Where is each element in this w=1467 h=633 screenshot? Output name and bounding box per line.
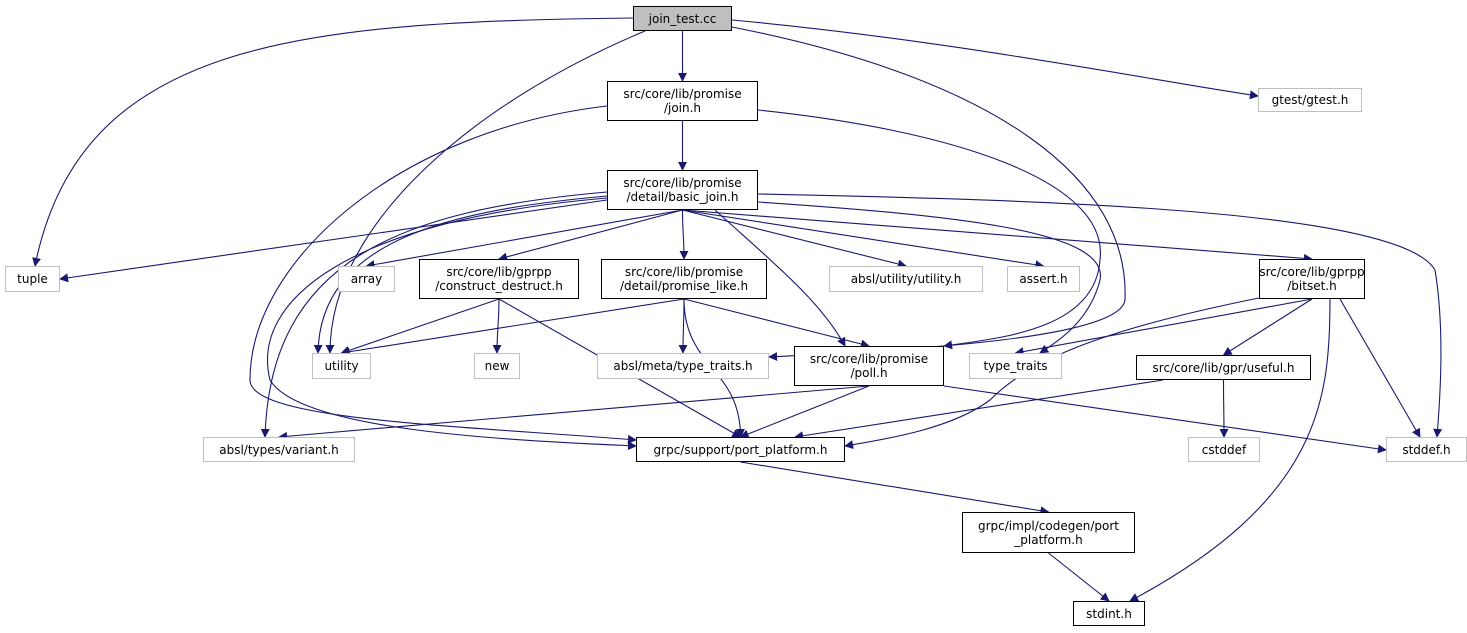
node-new[interactable]: new — [474, 353, 520, 379]
node-absl-variant-h[interactable]: absl/types/variant.h — [203, 437, 355, 462]
edge-poll-to-port_platform — [739, 385, 870, 439]
node-type-traits[interactable]: type_traits — [969, 353, 1062, 379]
node-promise-like-h[interactable]: src/core/lib/promise /detail/promise_lik… — [601, 259, 767, 299]
edge-basic_join-to-tuple — [59, 199, 608, 283]
node-absl-utility-h[interactable]: absl/utility/utility.h — [829, 266, 983, 292]
edge-basic_join-to-port_platform — [266, 197, 637, 451]
edge-basic_join-to-type_traits — [757, 201, 1101, 354]
edge-bitset-to-useful — [1222, 298, 1313, 356]
node-array[interactable]: array — [338, 266, 395, 292]
node-stddef-h[interactable]: stddef.h — [1386, 437, 1467, 462]
edge-basic_join-to-absl_utility — [682, 209, 907, 269]
node-absl-type-traits-h[interactable]: absl/meta/type_traits.h — [597, 353, 769, 379]
edge-promise_like-to-utility — [340, 298, 685, 357]
edge-poll-to-absl_variant — [278, 385, 870, 441]
edge-codegen_port_platform-to-stdint — [1048, 552, 1110, 602]
edge-port_platform-to-codegen_port_platform — [740, 461, 1050, 516]
edge-useful-to-port_platform — [794, 379, 1164, 441]
edge-construct_destruct-to-new — [492, 298, 502, 354]
edge-basic_join-to-bitset — [682, 209, 1313, 263]
node-bitset-h[interactable]: src/core/lib/gprpp /bitset.h — [1259, 259, 1365, 299]
edge-basic_join-to-construct_destruct — [498, 209, 683, 262]
edge-basic_join-to-stddef — [757, 193, 1443, 438]
node-gtest-h[interactable]: gtest/gtest.h — [1258, 88, 1362, 112]
node-basic-join-h[interactable]: src/core/lib/promise /detail/basic_join.… — [607, 170, 758, 210]
node-utility[interactable]: utility — [312, 353, 371, 379]
edge-construct_destruct-to-utility — [340, 298, 500, 355]
edge-bitset-to-type_traits — [1014, 298, 1313, 356]
node-codegen-port-platform-h[interactable]: grpc/impl/codegen/port _platform.h — [962, 512, 1135, 553]
edge-basic_join-to-assert — [682, 209, 1045, 270]
node-port-platform-h[interactable]: grpc/support/port_platform.h — [636, 437, 845, 462]
node-useful-h[interactable]: src/core/lib/gpr/useful.h — [1136, 355, 1311, 380]
node-join-h[interactable]: src/core/lib/promise /join.h — [607, 81, 758, 121]
edge-poll-to-stddef — [943, 385, 1387, 454]
node-poll-h[interactable]: src/core/lib/promise /poll.h — [794, 346, 944, 386]
edge-promise_like-to-poll — [683, 298, 870, 349]
node-assert-h[interactable]: assert.h — [1007, 266, 1080, 292]
node-stdint-h[interactable]: stdint.h — [1073, 601, 1145, 626]
edge-basic_join-to-poll — [714, 209, 846, 347]
node-join-test-cc[interactable]: join_test.cc — [633, 6, 732, 31]
edge-basic_join-to-absl_variant — [260, 191, 608, 438]
node-cstddef[interactable]: cstddef — [1188, 437, 1260, 462]
edge-basic_join-to-array — [365, 209, 683, 270]
edge-join-to-poll — [757, 109, 1101, 350]
edge-bitset-to-stddef — [1339, 298, 1421, 438]
edge-join_test-to-absl_type_traits — [731, 26, 1126, 362]
edge-join_test-to-utility — [325, 30, 646, 354]
edge-basic_join-to-utility — [313, 195, 608, 354]
edge-basic_join-to-promise_like — [679, 209, 689, 260]
edge-bitset-to-port_platform — [844, 297, 1260, 450]
edge-useful-to-cstddef — [1219, 379, 1229, 438]
edge-join-to-port_platform — [249, 105, 637, 444]
edge-bitset-to-stdint — [1129, 298, 1331, 602]
node-tuple[interactable]: tuple — [5, 266, 60, 292]
node-construct-destruct-h[interactable]: src/core/lib/gprpp /construct_destruct.h — [419, 259, 579, 299]
edge-join_test-to-tuple — [32, 17, 634, 267]
edge-join_test-to-gtest — [731, 19, 1259, 100]
